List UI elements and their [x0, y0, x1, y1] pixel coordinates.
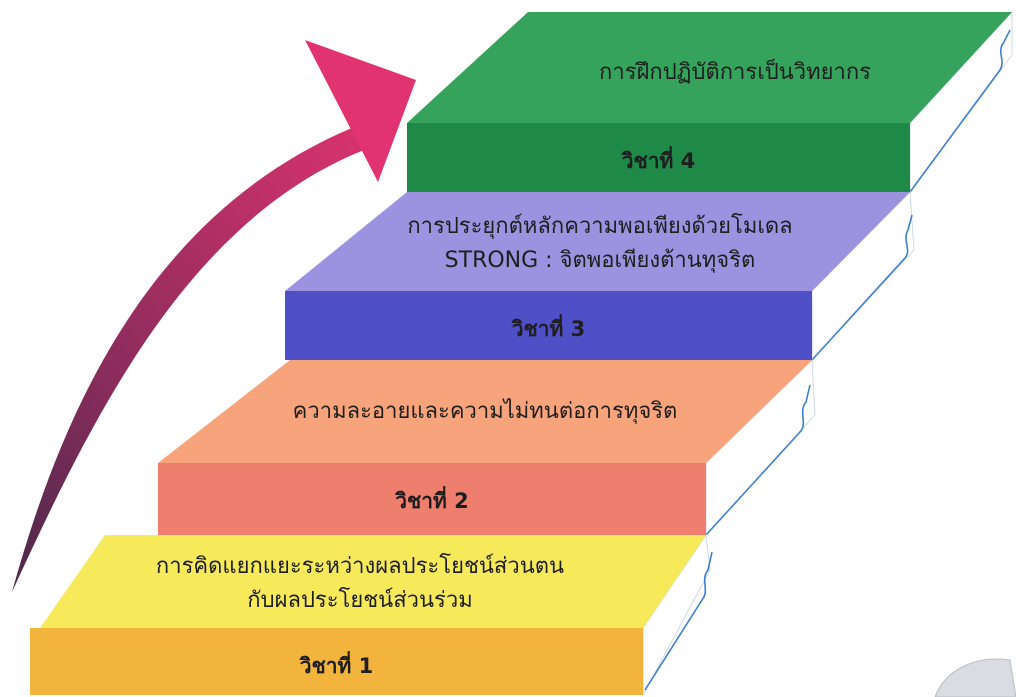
- step-1-front: [30, 628, 643, 695]
- step-2-number-label: วิชาที่ 2: [395, 489, 469, 513]
- step-3-description-line-2: STRONG : จิตพอเพียงต้านทุจริต: [444, 248, 756, 273]
- step-3-top: [285, 192, 910, 291]
- step-3-description-line-1: การประยุกต์หลักความพอเพียงด้วยโมเดล: [407, 214, 793, 239]
- step-2-description: ความละอายและความไม่ทนต่อการทุจริต: [250, 395, 720, 429]
- ascending-arrow-icon: [12, 40, 416, 592]
- step-4-page-edge: [909, 29, 1011, 193]
- step-2-description-line-1: ความละอายและความไม่ทนต่อการทุจริต: [292, 399, 678, 424]
- step-3-front: [285, 291, 812, 360]
- step-1-top: [40, 535, 706, 628]
- step-2-front: [158, 463, 706, 535]
- step-1-description: การคิดแยกแยะระหว่างผลประโยชน์ส่วนตน กับผ…: [80, 550, 640, 618]
- step-1-description-line-2: กับผลประโยชน์ส่วนร่วม: [247, 588, 473, 613]
- step-3-page-edge: [811, 214, 913, 361]
- step-3-number-label: วิชาที่ 3: [511, 317, 586, 341]
- step-4-description: การฝึกปฏิบัติการเป็นวิทยากร: [520, 56, 950, 90]
- step-4-front: [407, 123, 910, 192]
- step-1-page-edge: [644, 551, 713, 691]
- step-2-page-edge: [705, 384, 811, 536]
- step-4-top: [407, 12, 1012, 123]
- step-3-description: การประยุกต์หลักความพอเพียงด้วยโมเดล STRO…: [370, 210, 830, 278]
- step-2-top: [158, 360, 812, 463]
- step-1-description-line-1: การคิดแยกแยะระหว่างผลประโยชน์ส่วนตน: [155, 554, 565, 579]
- step-4-number-label: วิชาที่ 4: [621, 149, 696, 173]
- step-4-description-line-1: การฝึกปฏิบัติการเป็นวิทยากร: [599, 60, 871, 85]
- step-1-number-label: วิชาที่ 1: [299, 654, 374, 678]
- globe-decoration: [934, 658, 1016, 697]
